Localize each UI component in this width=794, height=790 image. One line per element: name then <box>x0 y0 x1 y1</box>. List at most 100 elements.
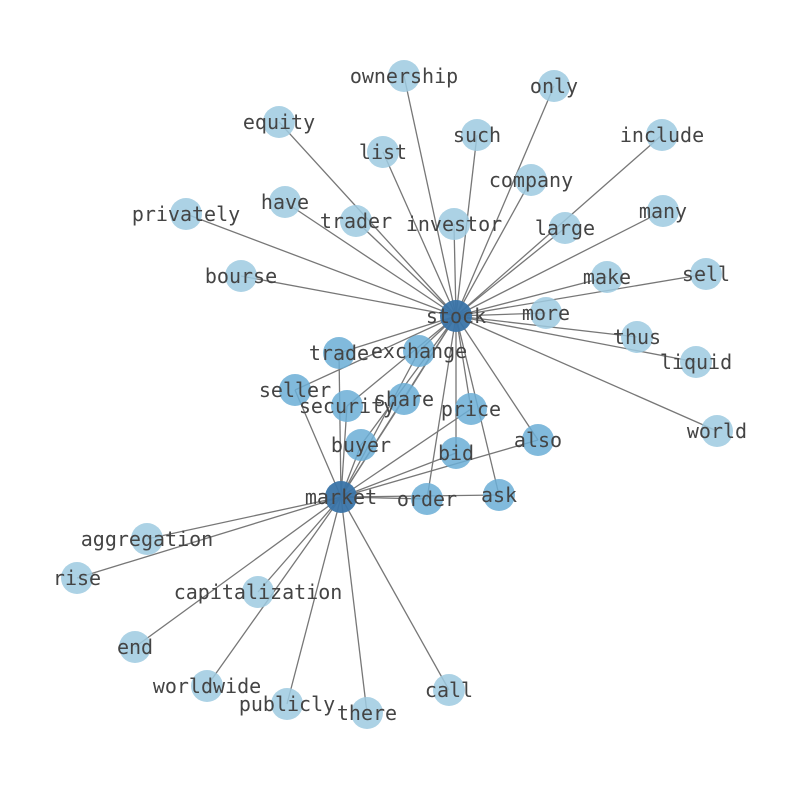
node-label-bid: bid <box>438 441 474 465</box>
node-market <box>325 481 357 513</box>
edge-stock-also <box>455 315 539 441</box>
node-label-ask: ask <box>481 483 517 507</box>
node-label-more: more <box>522 301 570 325</box>
node-label-stock: stock <box>426 304 486 328</box>
edge-market-rise <box>76 496 342 579</box>
node-label-company: company <box>489 168 573 192</box>
edge-stock-list <box>382 151 457 317</box>
node-label-investor: investor <box>406 212 502 236</box>
node-bid <box>440 437 472 469</box>
node-label-make: make <box>583 265 631 289</box>
node-label-aggregation: aggregation <box>81 527 213 551</box>
edge-stock-make <box>455 276 608 317</box>
node-only <box>538 70 570 102</box>
node-trade <box>323 337 355 369</box>
node-label-large: large <box>535 216 595 240</box>
node-bourse <box>225 260 257 292</box>
node-investor <box>438 208 470 240</box>
edge-stock-sell <box>455 273 707 317</box>
edge-market-call <box>340 496 450 691</box>
node-trader <box>340 205 372 237</box>
edge-stock-ownership <box>403 75 457 317</box>
node-end <box>119 631 151 663</box>
node-include <box>646 119 678 151</box>
node-label-privately: privately <box>132 202 240 226</box>
edge-market-worldwide <box>206 496 342 687</box>
node-also <box>522 424 554 456</box>
edge-market-also <box>340 439 539 498</box>
edge-market-there <box>340 496 368 714</box>
node-publicly <box>271 688 303 720</box>
edge-market-aggregation <box>146 496 342 540</box>
node-make <box>591 261 623 293</box>
node-such <box>461 119 493 151</box>
node-capitalization <box>242 576 274 608</box>
node-exchange <box>403 335 435 367</box>
node-label-many: many <box>639 199 687 223</box>
node-label-such: such <box>453 123 501 147</box>
node-call <box>433 674 465 706</box>
node-label-exchange: exchange <box>371 339 467 363</box>
node-label-buyer: buyer <box>331 433 391 457</box>
node-label-publicly: publicly <box>239 692 335 716</box>
node-label-ownership: ownership <box>350 64 458 88</box>
edge-stock-many <box>455 210 664 317</box>
node-label-market: market <box>305 485 377 509</box>
node-label-sell: sell <box>682 262 730 286</box>
edge-stock-trade <box>338 315 457 354</box>
node-label-security: security <box>299 394 395 418</box>
node-label-end: end <box>117 635 153 659</box>
node-label-order: order <box>397 487 457 511</box>
edge-market-exchange <box>340 350 420 498</box>
node-ask <box>483 479 515 511</box>
edge-stock-buyer <box>360 315 457 446</box>
node-order <box>411 483 443 515</box>
node-there <box>351 697 383 729</box>
edge-market-trade <box>338 352 342 498</box>
node-large <box>549 212 581 244</box>
node-stock <box>440 300 472 332</box>
node-label-capitalization: capitalization <box>174 580 343 604</box>
node-seller <box>279 374 311 406</box>
edge-stock-liquid <box>455 315 697 363</box>
edge-market-bid <box>340 452 457 498</box>
edge-stock-order <box>426 315 457 500</box>
node-security <box>331 390 363 422</box>
edge-stock-world <box>455 315 718 432</box>
node-label-equity: equity <box>243 110 315 134</box>
node-worldwide <box>191 670 223 702</box>
node-buyer <box>345 429 377 461</box>
node-layer <box>61 60 733 729</box>
edge-market-price <box>340 408 472 498</box>
edge-stock-large <box>455 227 566 317</box>
edge-market-publicly <box>286 496 342 705</box>
node-sell <box>690 258 722 290</box>
node-label-also: also <box>514 428 562 452</box>
node-label-worldwide: worldwide <box>153 674 261 698</box>
node-privately <box>170 198 202 230</box>
node-share <box>388 383 420 415</box>
node-world <box>701 415 733 447</box>
node-label-thus: thus <box>613 325 661 349</box>
node-label-there: there <box>337 701 397 725</box>
edge-stock-security <box>346 315 457 407</box>
node-label-call: call <box>425 678 473 702</box>
edge-market-end <box>134 496 342 648</box>
node-label-bourse: bourse <box>205 264 277 288</box>
node-liquid <box>680 346 712 378</box>
edge-stock-company <box>455 179 532 317</box>
node-ownership <box>388 60 420 92</box>
node-aggregation <box>131 523 163 555</box>
node-label-price: price <box>441 397 501 421</box>
node-label-trade: trade <box>309 341 369 365</box>
node-label-trader: trader <box>320 209 392 233</box>
node-more <box>530 297 562 329</box>
node-label-seller: seller <box>259 378 331 402</box>
node-label-include: include <box>620 123 704 147</box>
edge-stock-privately <box>185 213 457 317</box>
node-label-rise: rise <box>53 566 101 590</box>
node-label-liquid: liquid <box>660 350 732 374</box>
node-have <box>269 186 301 218</box>
